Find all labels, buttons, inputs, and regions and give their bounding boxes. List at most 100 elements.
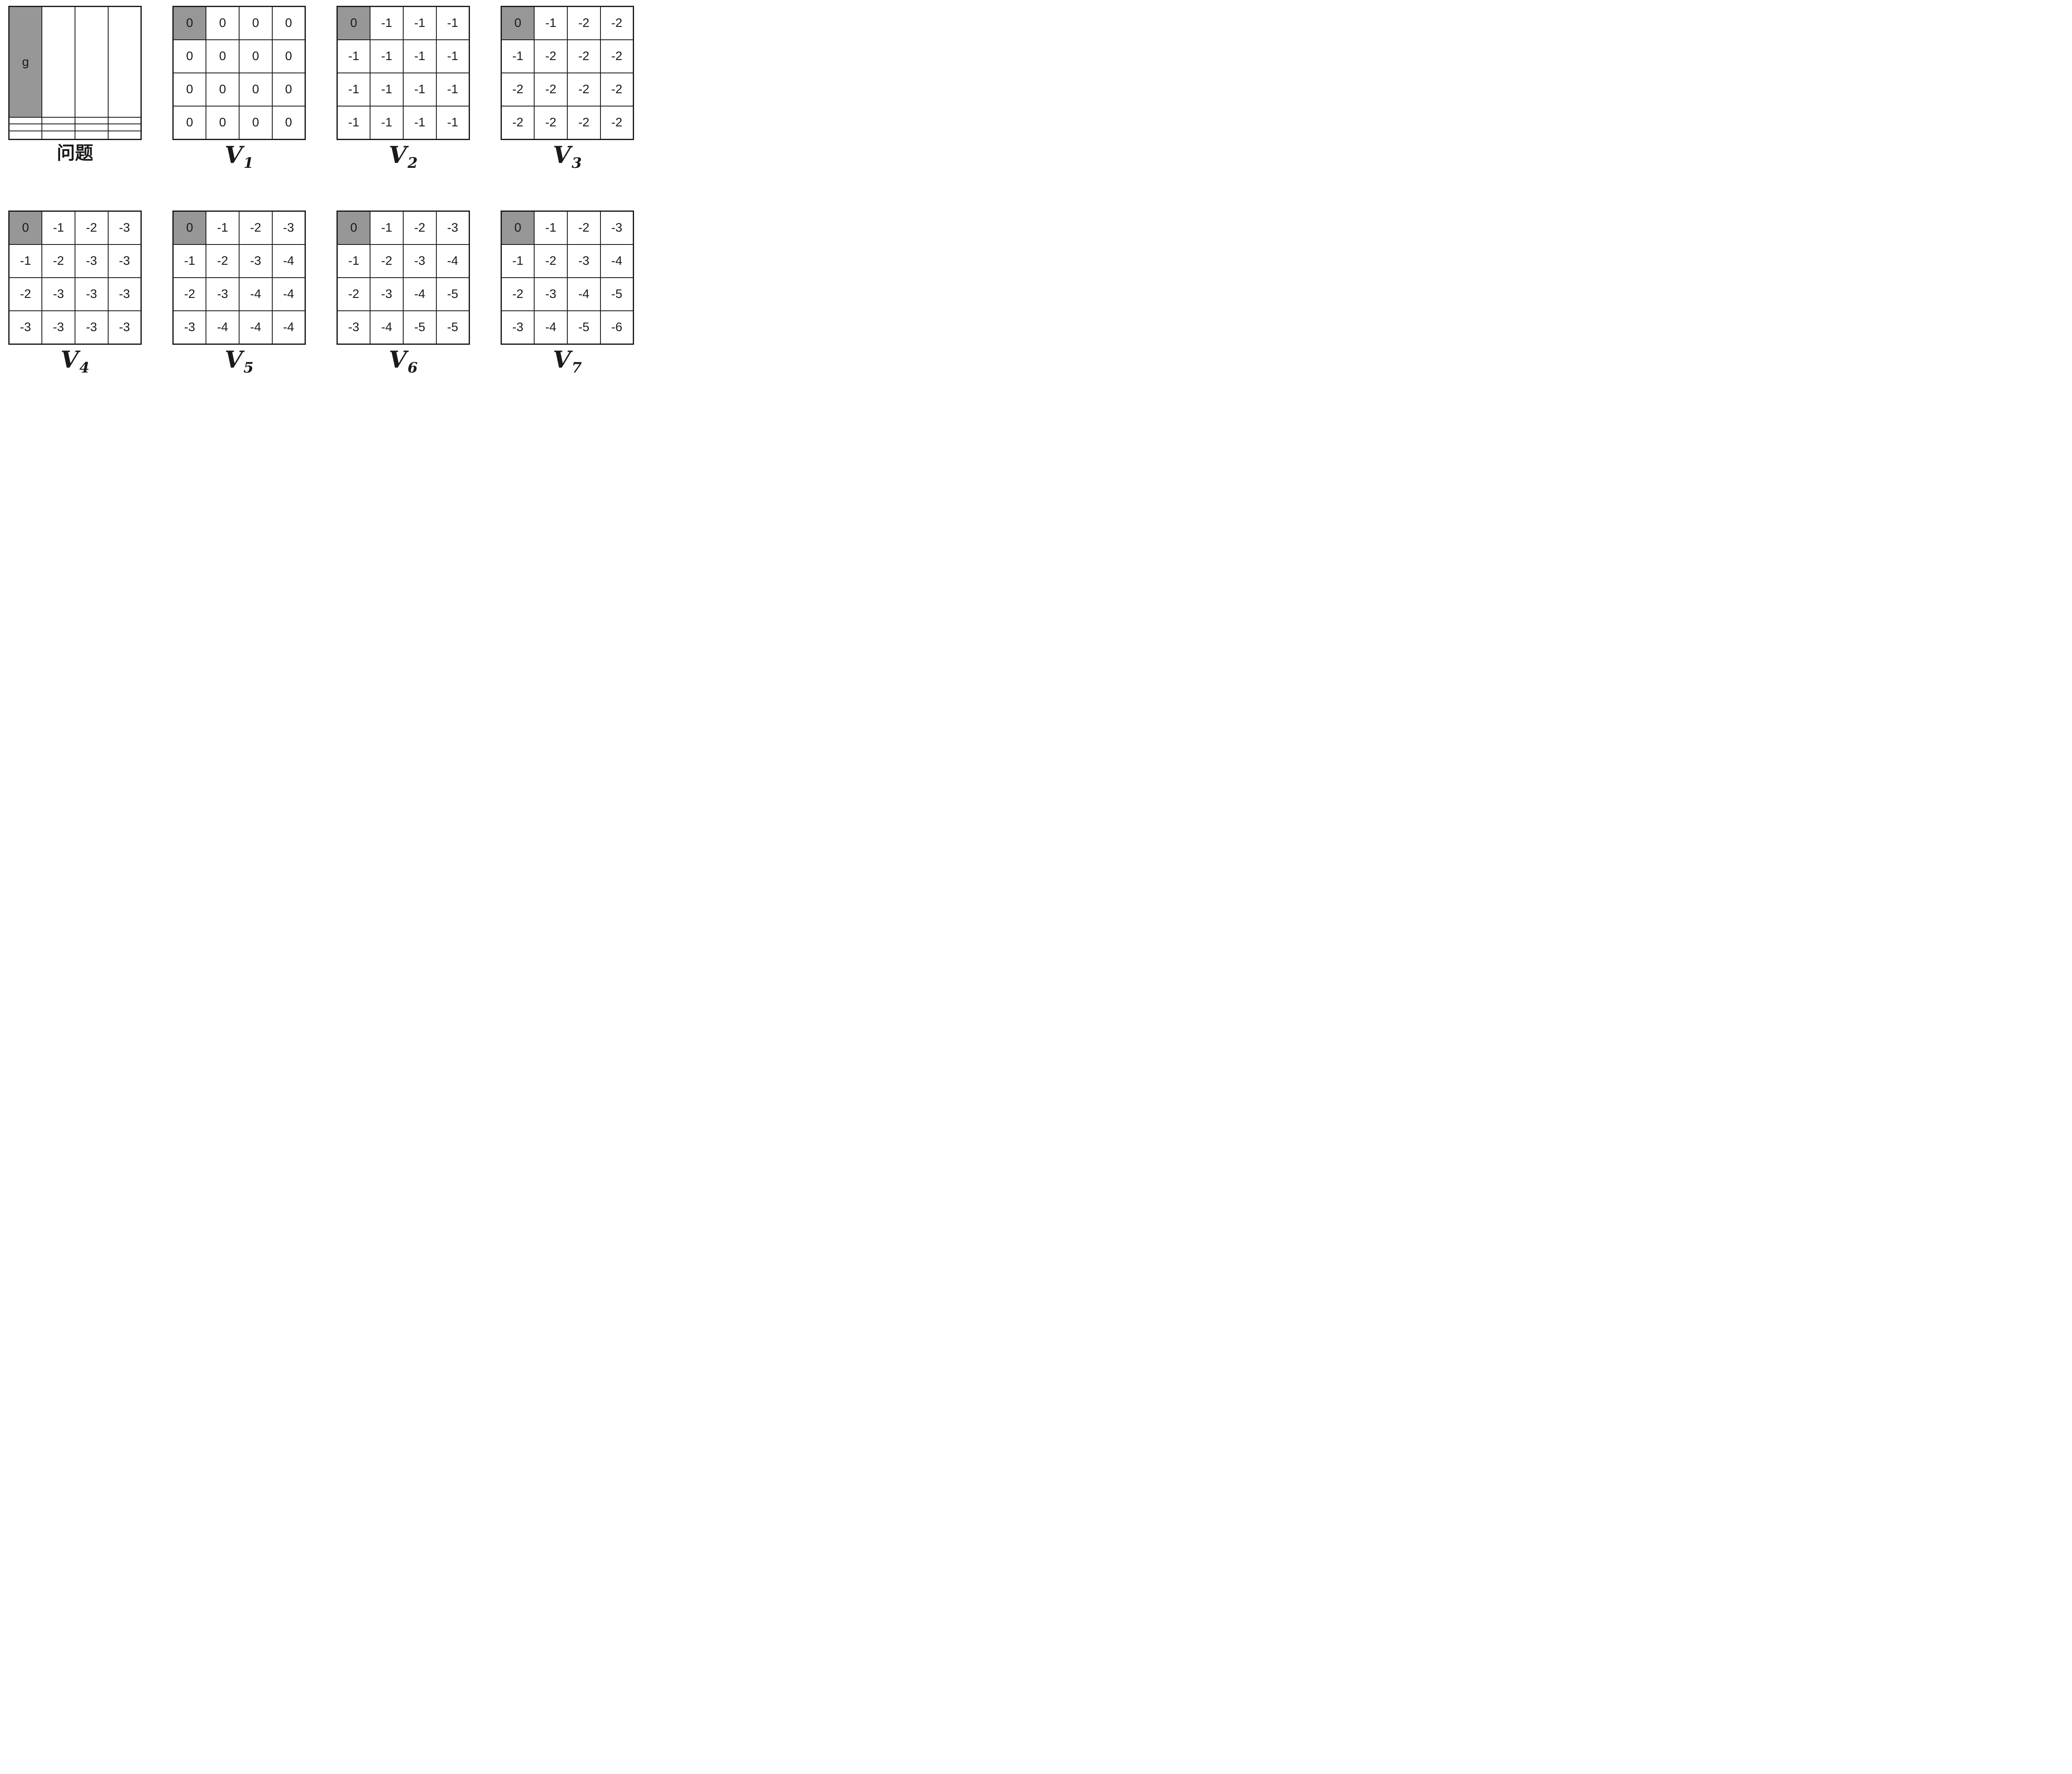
grid-table-row: 0-1-2-3 [8,211,142,245]
grid-cell: -4 [239,277,273,311]
grid-table-row: -2-3-3-3 [8,277,142,311]
grid-table-row: g [8,6,142,118]
grid-table-row: -2-3-4-5 [336,277,470,311]
grid-cell: -2 [501,105,535,140]
grid-table-row: -3-4-4-4 [172,310,306,345]
grid-cell: -1 [436,6,470,41]
grid-cell: -5 [567,310,601,345]
caption-text: V6 [389,348,418,375]
grid-cell: -2 [403,211,437,245]
grid-cell: -3 [107,310,142,345]
grid-problem: g [8,6,142,140]
grid-cell: -1 [501,39,535,73]
grid-cell: -4 [403,277,437,311]
grid-cell: -1 [336,39,371,73]
grid-cell: -1 [370,211,404,245]
grid-V4: 0-1-2-3-1-2-3-3-2-3-3-3-3-3-3-3 [8,211,142,345]
grid-cell: -4 [206,310,240,345]
grid-cell: -1 [403,39,437,73]
grid-cell: -3 [107,277,142,311]
goal-cell: 0 [501,211,535,245]
grid-cell: -1 [370,6,404,41]
grid-cell [107,130,142,140]
grid-cell: -2 [206,244,240,278]
grid-cell: 0 [172,72,207,106]
grid-cell: -3 [107,244,142,278]
grid-cell: -3 [239,244,273,278]
grid-cell: -3 [206,277,240,311]
grid-V3: 0-1-2-2-1-2-2-2-2-2-2-2-2-2-2-2 [501,6,634,140]
grid-table-row: -2-2-2-2 [501,105,634,140]
grid-cell [75,123,109,131]
panel-caption-V7: V7 [501,348,634,380]
grid-cell: -3 [600,211,634,245]
grid-table-row: -1-2-2-2 [501,39,634,73]
caption-subscript: 4 [79,359,90,376]
caption-symbol: V [225,141,243,169]
grid-table-row: -3-3-3-3 [8,310,142,345]
grid-cell: -4 [271,310,306,345]
grid-cell: -2 [8,277,43,311]
grid-table-row: 0-1-1-1 [336,6,470,41]
grid-cell: -2 [567,6,601,41]
grid-cell: -5 [436,277,470,311]
grid-body-problem: g [8,6,142,140]
grid-body-V4: 0-1-2-3-1-2-3-3-2-3-3-3-3-3-3-3 [8,211,142,345]
grid-cell: 0 [271,72,306,106]
grid-cell: -3 [370,277,404,311]
grid-cell: -1 [370,72,404,106]
grid-cell: 0 [206,105,240,140]
grid-cell: 0 [271,6,306,41]
grid-table-row: -2-3-4-5 [501,277,634,311]
grid-cell: -1 [336,72,371,106]
caption-text: V3 [553,143,582,170]
grid-cell: -2 [534,39,568,73]
grid-cell: -3 [501,310,535,345]
grid-cell [75,130,109,140]
grid-cell: -3 [403,244,437,278]
grid-cell: -4 [567,277,601,311]
grid-cell: -4 [370,310,404,345]
panel-caption-V5: V5 [172,348,306,380]
grid-cell: -1 [403,72,437,106]
grid-table-row: -1-1-1-1 [336,105,470,140]
panel-caption-V4: V4 [8,348,142,380]
grid-cell: -3 [172,310,207,345]
grid-cell: -5 [403,310,437,345]
grid-table-row: -2-3-4-4 [172,277,306,311]
grid-cell: -1 [436,39,470,73]
grid-cell: -2 [172,277,207,311]
grid-cell: -4 [271,277,306,311]
caption-subscript: 1 [243,154,254,172]
grid-body-V7: 0-1-2-3-1-2-3-4-2-3-4-5-3-4-5-6 [501,211,634,345]
grid-cell: -2 [534,244,568,278]
caption-subscript: 7 [571,359,582,376]
grid-table-row: -3-4-5-5 [336,310,470,345]
grid-cell: 0 [206,39,240,73]
panel-caption-V3: V3 [501,143,634,175]
grid-cell: 0 [239,6,273,41]
grid-cell [107,123,142,131]
grid-table-row: 0-1-2-3 [336,211,470,245]
grid-cell [8,130,43,140]
caption-symbol: V [225,346,243,373]
grid-V5: 0-1-2-3-1-2-3-4-2-3-4-4-3-4-4-4 [172,211,306,345]
grid-cell: -1 [436,72,470,106]
grid-table-row: -1-2-3-4 [172,244,306,278]
grid-cell: -1 [403,105,437,140]
grid-cell: 0 [271,39,306,73]
grid-cell: -2 [600,105,634,140]
grid-cell: -1 [436,105,470,140]
grid-cell: -4 [271,244,306,278]
caption-text: V5 [225,346,254,375]
grid-table-row: -2-2-2-2 [501,72,634,106]
goal-cell: 0 [172,211,207,245]
grid-body-V3: 0-1-2-2-1-2-2-2-2-2-2-2-2-2-2-2 [501,6,634,140]
caption-text: V7 [553,348,582,375]
